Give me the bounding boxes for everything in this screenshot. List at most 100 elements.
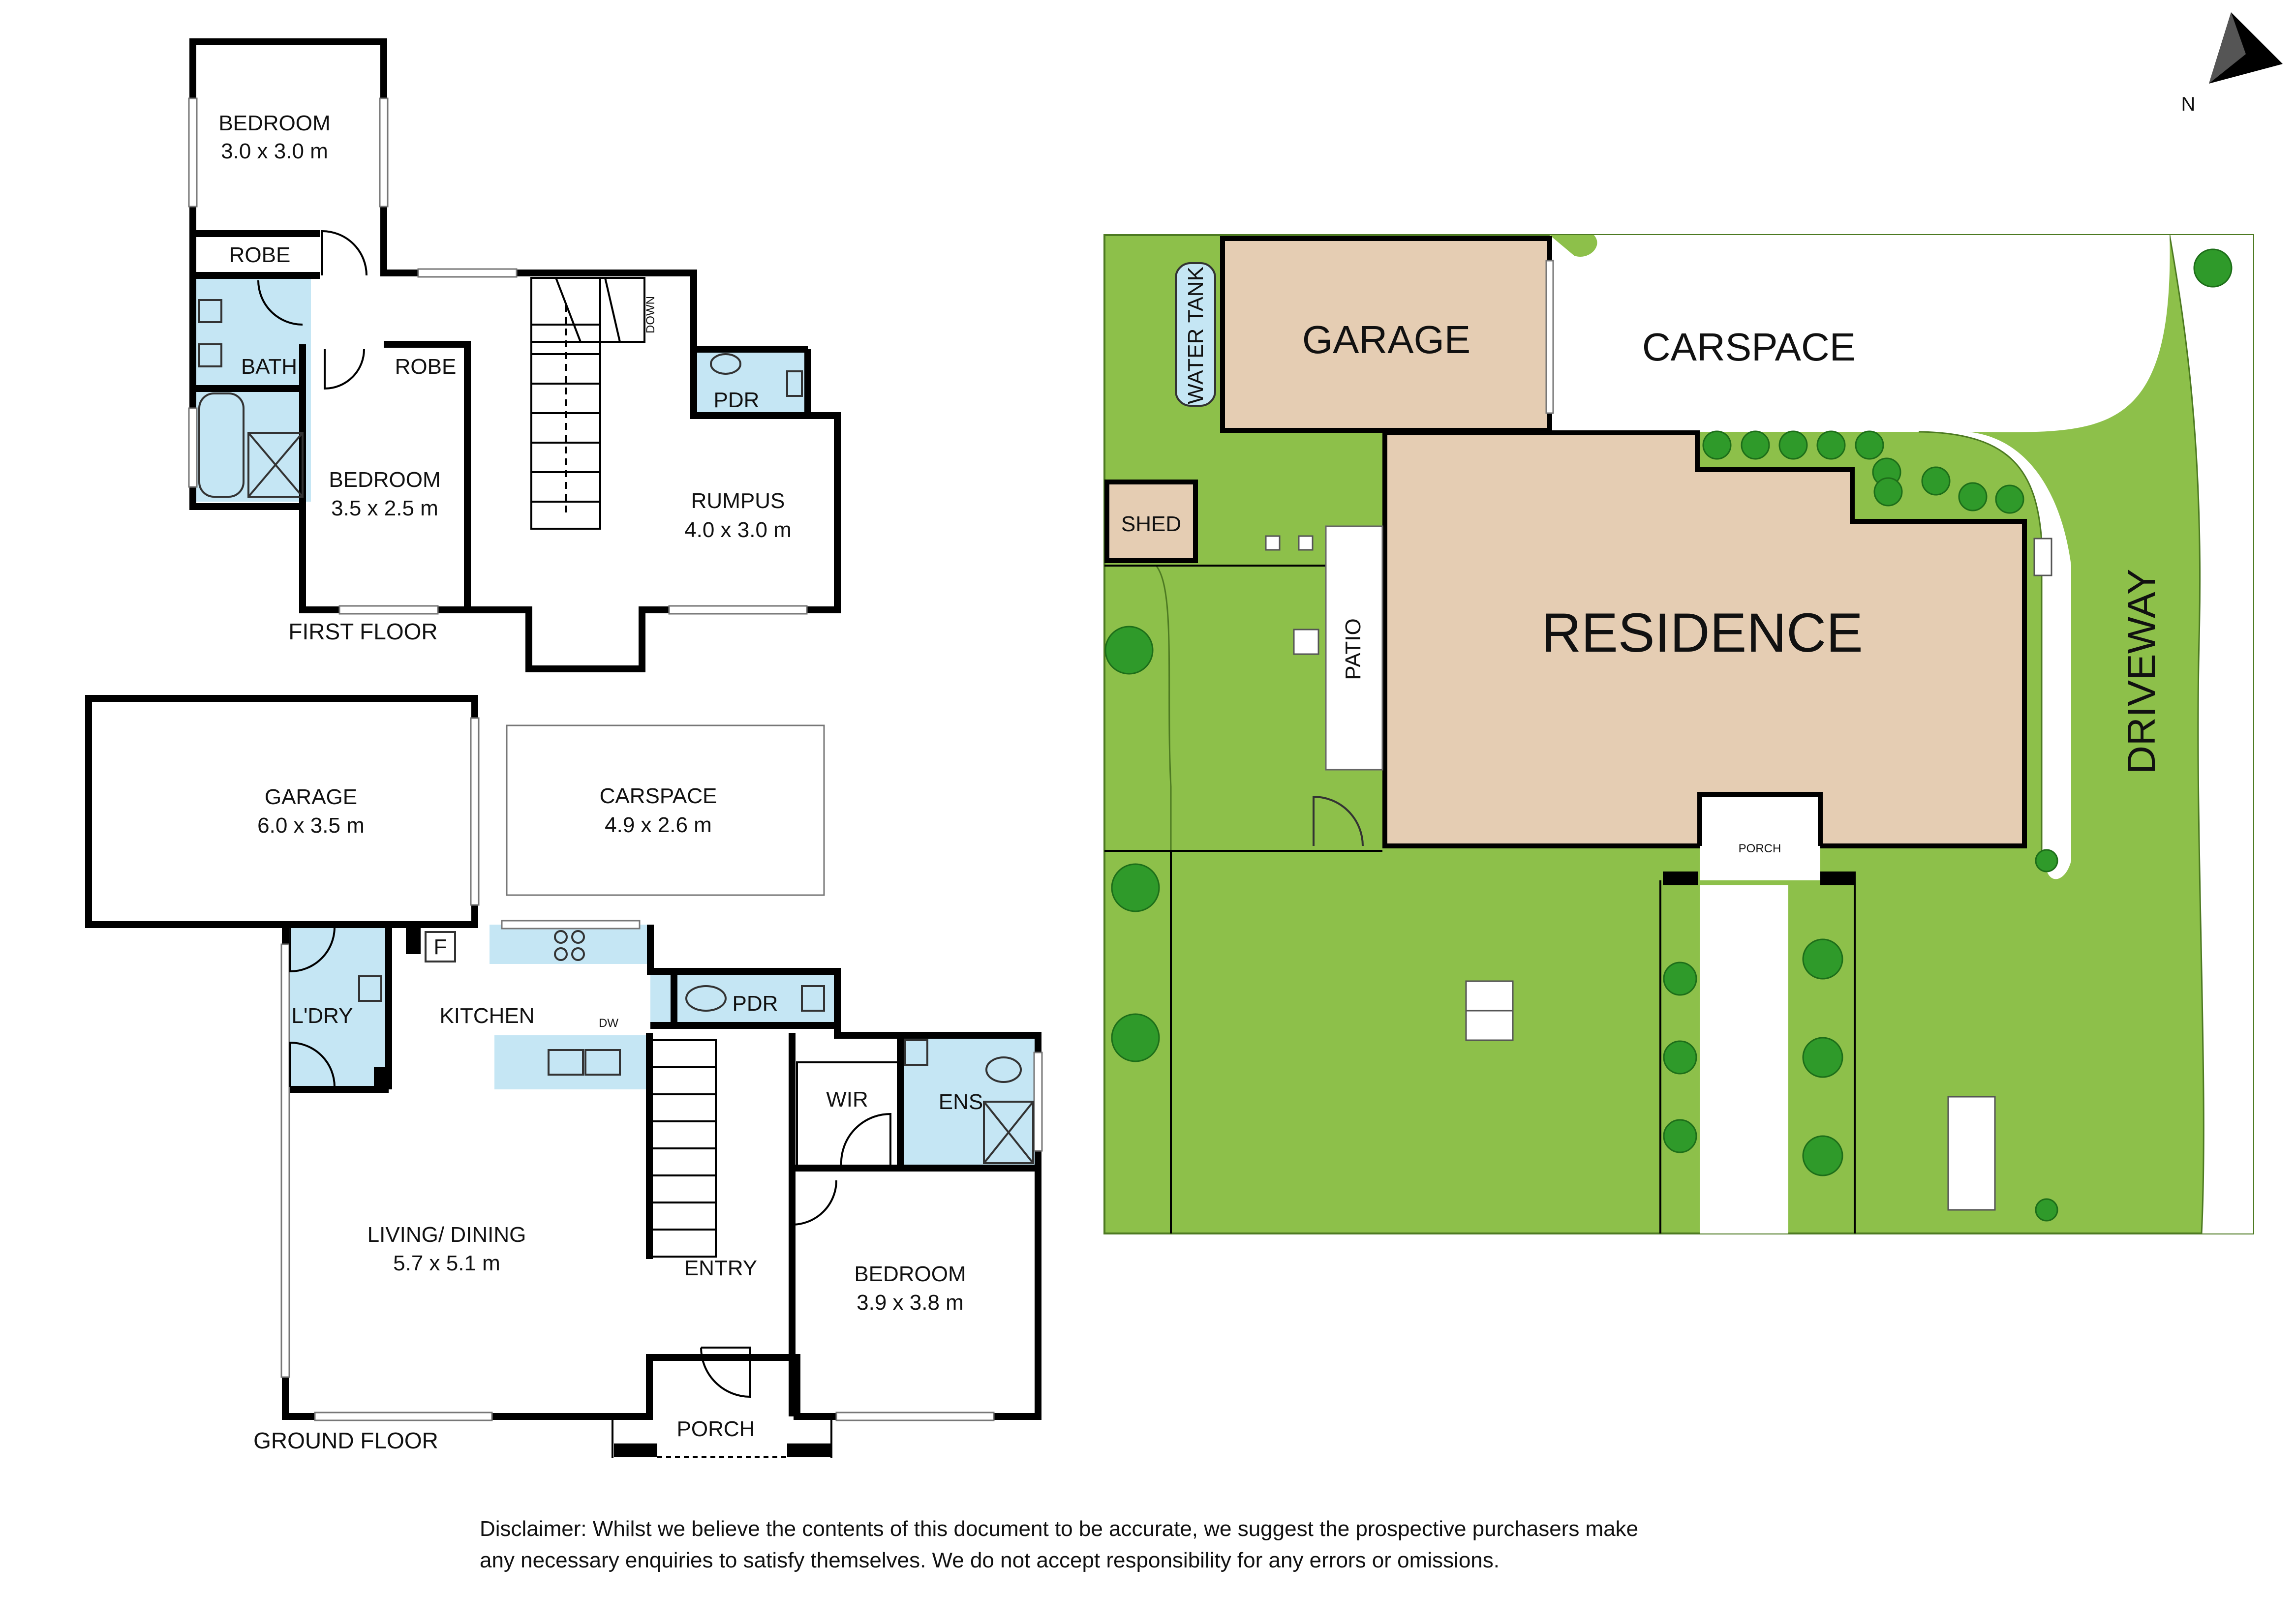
shrub-icon [1663, 1040, 1697, 1075]
door-swing [289, 927, 336, 973]
porch-label: PORCH [677, 1417, 755, 1441]
cooktop-icon [554, 947, 568, 961]
shrub-icon [1802, 1135, 1843, 1176]
shower-icon [983, 1101, 1034, 1164]
window [379, 97, 389, 208]
shrub-icon [1778, 430, 1808, 460]
toilet-icon [198, 343, 222, 367]
robe-mid-label: ROBE [395, 355, 457, 379]
laundry-tub-icon [358, 975, 382, 1002]
fridge-icon [425, 931, 456, 962]
garden-edge [1918, 431, 2043, 851]
kitchen-label: KITCHEN [439, 1004, 534, 1028]
carspace-name: CARSPACE [600, 784, 717, 808]
shrub-icon [1855, 430, 1884, 460]
living-dims: 5.7 x 5.1 m [393, 1251, 500, 1275]
bath-label: BATH [241, 355, 297, 379]
ensuite-wet-area [903, 1035, 1038, 1166]
shrub-icon [1995, 484, 2024, 514]
sink-icon [548, 1049, 584, 1076]
ground-floor-label: GROUND FLOOR [253, 1428, 438, 1453]
shrub-icon [1816, 430, 1846, 460]
door-swing [321, 230, 367, 276]
door-swing [324, 349, 365, 390]
dishwasher-label: DW [599, 1017, 618, 1030]
ensuite-label: ENS [939, 1090, 983, 1114]
window [835, 1412, 995, 1421]
window [668, 605, 808, 615]
porch-post [614, 1443, 657, 1457]
rumpus-dims: 4.0 x 3.0 m [684, 518, 792, 542]
bedroom-mid-name: BEDROOM [329, 468, 440, 492]
wall-block [406, 925, 421, 954]
tree-icon [1111, 1013, 1160, 1062]
site-porch-label: PORCH [1739, 842, 1781, 855]
site-residence-label: RESIDENCE [1541, 602, 1863, 663]
site-porch-post [1820, 872, 1856, 885]
window [314, 1412, 493, 1421]
entry-label: ENTRY [684, 1256, 757, 1280]
laundry-label: L'DRY [292, 1004, 353, 1028]
shower-icon [247, 432, 304, 498]
front-path [1700, 885, 1788, 1233]
window [188, 97, 198, 208]
site-garage-label: GARAGE [1302, 318, 1470, 361]
door-swing [840, 1112, 891, 1166]
window [338, 605, 439, 615]
shrub-icon [1663, 1119, 1697, 1153]
shrub-icon [2035, 1198, 2058, 1222]
shower-icon-cross [247, 432, 304, 498]
first-floor-label: FIRST FLOOR [288, 619, 437, 644]
shrub-icon [1921, 466, 1951, 496]
ground-bedroom-name: BEDROOM [854, 1262, 966, 1286]
cooktop-icon [554, 930, 568, 944]
basin-icon [904, 1039, 928, 1066]
ground-bedroom-dims: 3.9 x 3.8 m [857, 1291, 964, 1315]
site-garage-door [1545, 260, 1554, 414]
shrub-icon [1702, 430, 1732, 460]
shrub-icon [2035, 849, 2058, 872]
shrubs [1104, 248, 2233, 1222]
window [1033, 1052, 1043, 1152]
shrub-icon [1741, 430, 1770, 460]
site-shed [1104, 480, 1198, 563]
shrub-icon [1663, 962, 1697, 996]
tree-icon [1104, 626, 1154, 675]
wall-block [374, 1067, 389, 1089]
shrub-icon [1802, 1037, 1843, 1078]
site-garage [1220, 236, 1552, 433]
outdoor-item [2033, 538, 2052, 576]
outdoor-structure [1947, 1096, 1996, 1211]
bathtub-icon [198, 392, 245, 498]
door-swing [257, 280, 303, 326]
ground-pdr-wet-area [650, 971, 837, 1025]
fridge-label: F [434, 935, 447, 959]
sink-icon [584, 1049, 621, 1076]
basin-icon [198, 299, 222, 323]
outdoor-item [1298, 535, 1314, 551]
water-tank-label: WATER TANK [1184, 267, 1208, 404]
laundry-wet-area [288, 925, 389, 1089]
first-floor-plan: DOWN BEDROOM 3.0 x 3.0 m ROBE BATH ROBE … [188, 38, 841, 672]
shrub-icon [1802, 938, 1843, 980]
robe-top-label: ROBE [229, 243, 291, 267]
basin-icon [801, 985, 825, 1012]
garage-name: GARAGE [265, 785, 357, 809]
entry-door-swing [700, 1347, 751, 1398]
toilet-icon [710, 353, 741, 375]
first-pdr-label: PDR [714, 388, 760, 412]
bedroom-top-dims: 3.0 x 3.0 m [221, 139, 328, 163]
driveway-strip [2170, 235, 2253, 1233]
site-patio-label: PATIO [1341, 618, 1365, 680]
toilet-icon [985, 1056, 1022, 1083]
rumpus-name: RUMPUS [691, 489, 785, 513]
door-swing [289, 1041, 336, 1087]
shower-icon-cross [983, 1101, 1034, 1164]
kitchen-bench-island [494, 1035, 647, 1089]
shrub-icon [1873, 477, 1903, 507]
shrub-icon [1958, 482, 1988, 511]
first-floor-stairs [530, 277, 645, 530]
window [280, 943, 290, 1378]
lawn-corner [1550, 235, 1597, 257]
